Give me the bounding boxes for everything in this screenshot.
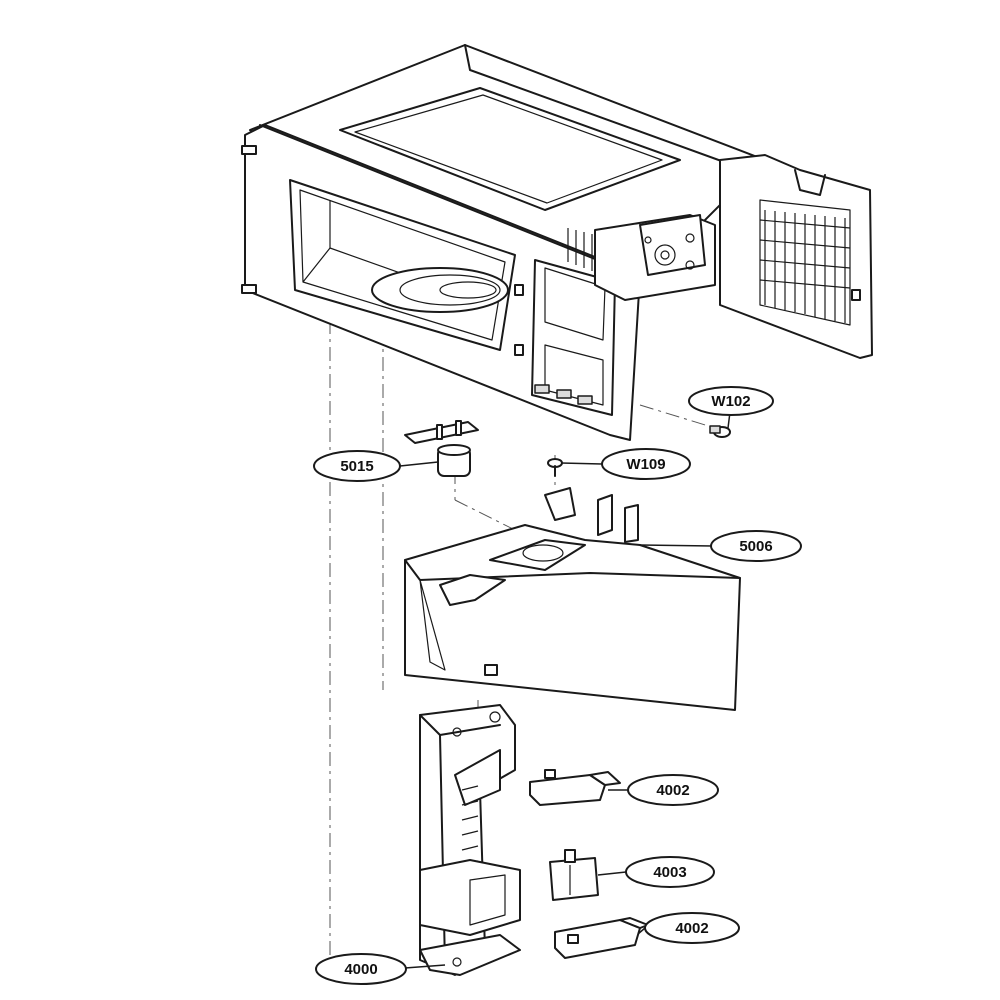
callout-4002-upper-label: 4002 — [656, 782, 689, 799]
callout-5015-label: 5015 — [340, 458, 373, 475]
callout-5015: 5015 — [313, 450, 439, 482]
callout-w109: W109 — [560, 448, 691, 480]
screw-w102 — [709, 425, 731, 438]
part-5015 — [404, 420, 479, 477]
callout-4003: 4003 — [597, 856, 715, 888]
microwave-chassis — [241, 44, 873, 441]
screw-w109 — [547, 458, 563, 477]
part-4002-upper — [529, 769, 621, 806]
callout-4000: 4000 — [315, 953, 446, 985]
callout-5006-label: 5006 — [739, 538, 772, 555]
part-5006 — [404, 487, 741, 711]
part-4000 — [419, 704, 521, 976]
callout-4003-label: 4003 — [653, 864, 686, 881]
part-4003 — [549, 849, 599, 901]
part-4002-lower — [554, 917, 649, 959]
callout-4000-label: 4000 — [344, 961, 377, 978]
callout-4002-lower-label: 4002 — [675, 920, 708, 937]
callout-4002-lower: 4002 — [637, 912, 740, 944]
callout-4002-upper: 4002 — [608, 774, 719, 806]
callout-w109-label: W109 — [626, 456, 665, 473]
callout-5006: 5006 — [639, 530, 802, 562]
callout-w102: W102 — [688, 386, 774, 429]
callout-w102-label: W102 — [711, 393, 750, 410]
